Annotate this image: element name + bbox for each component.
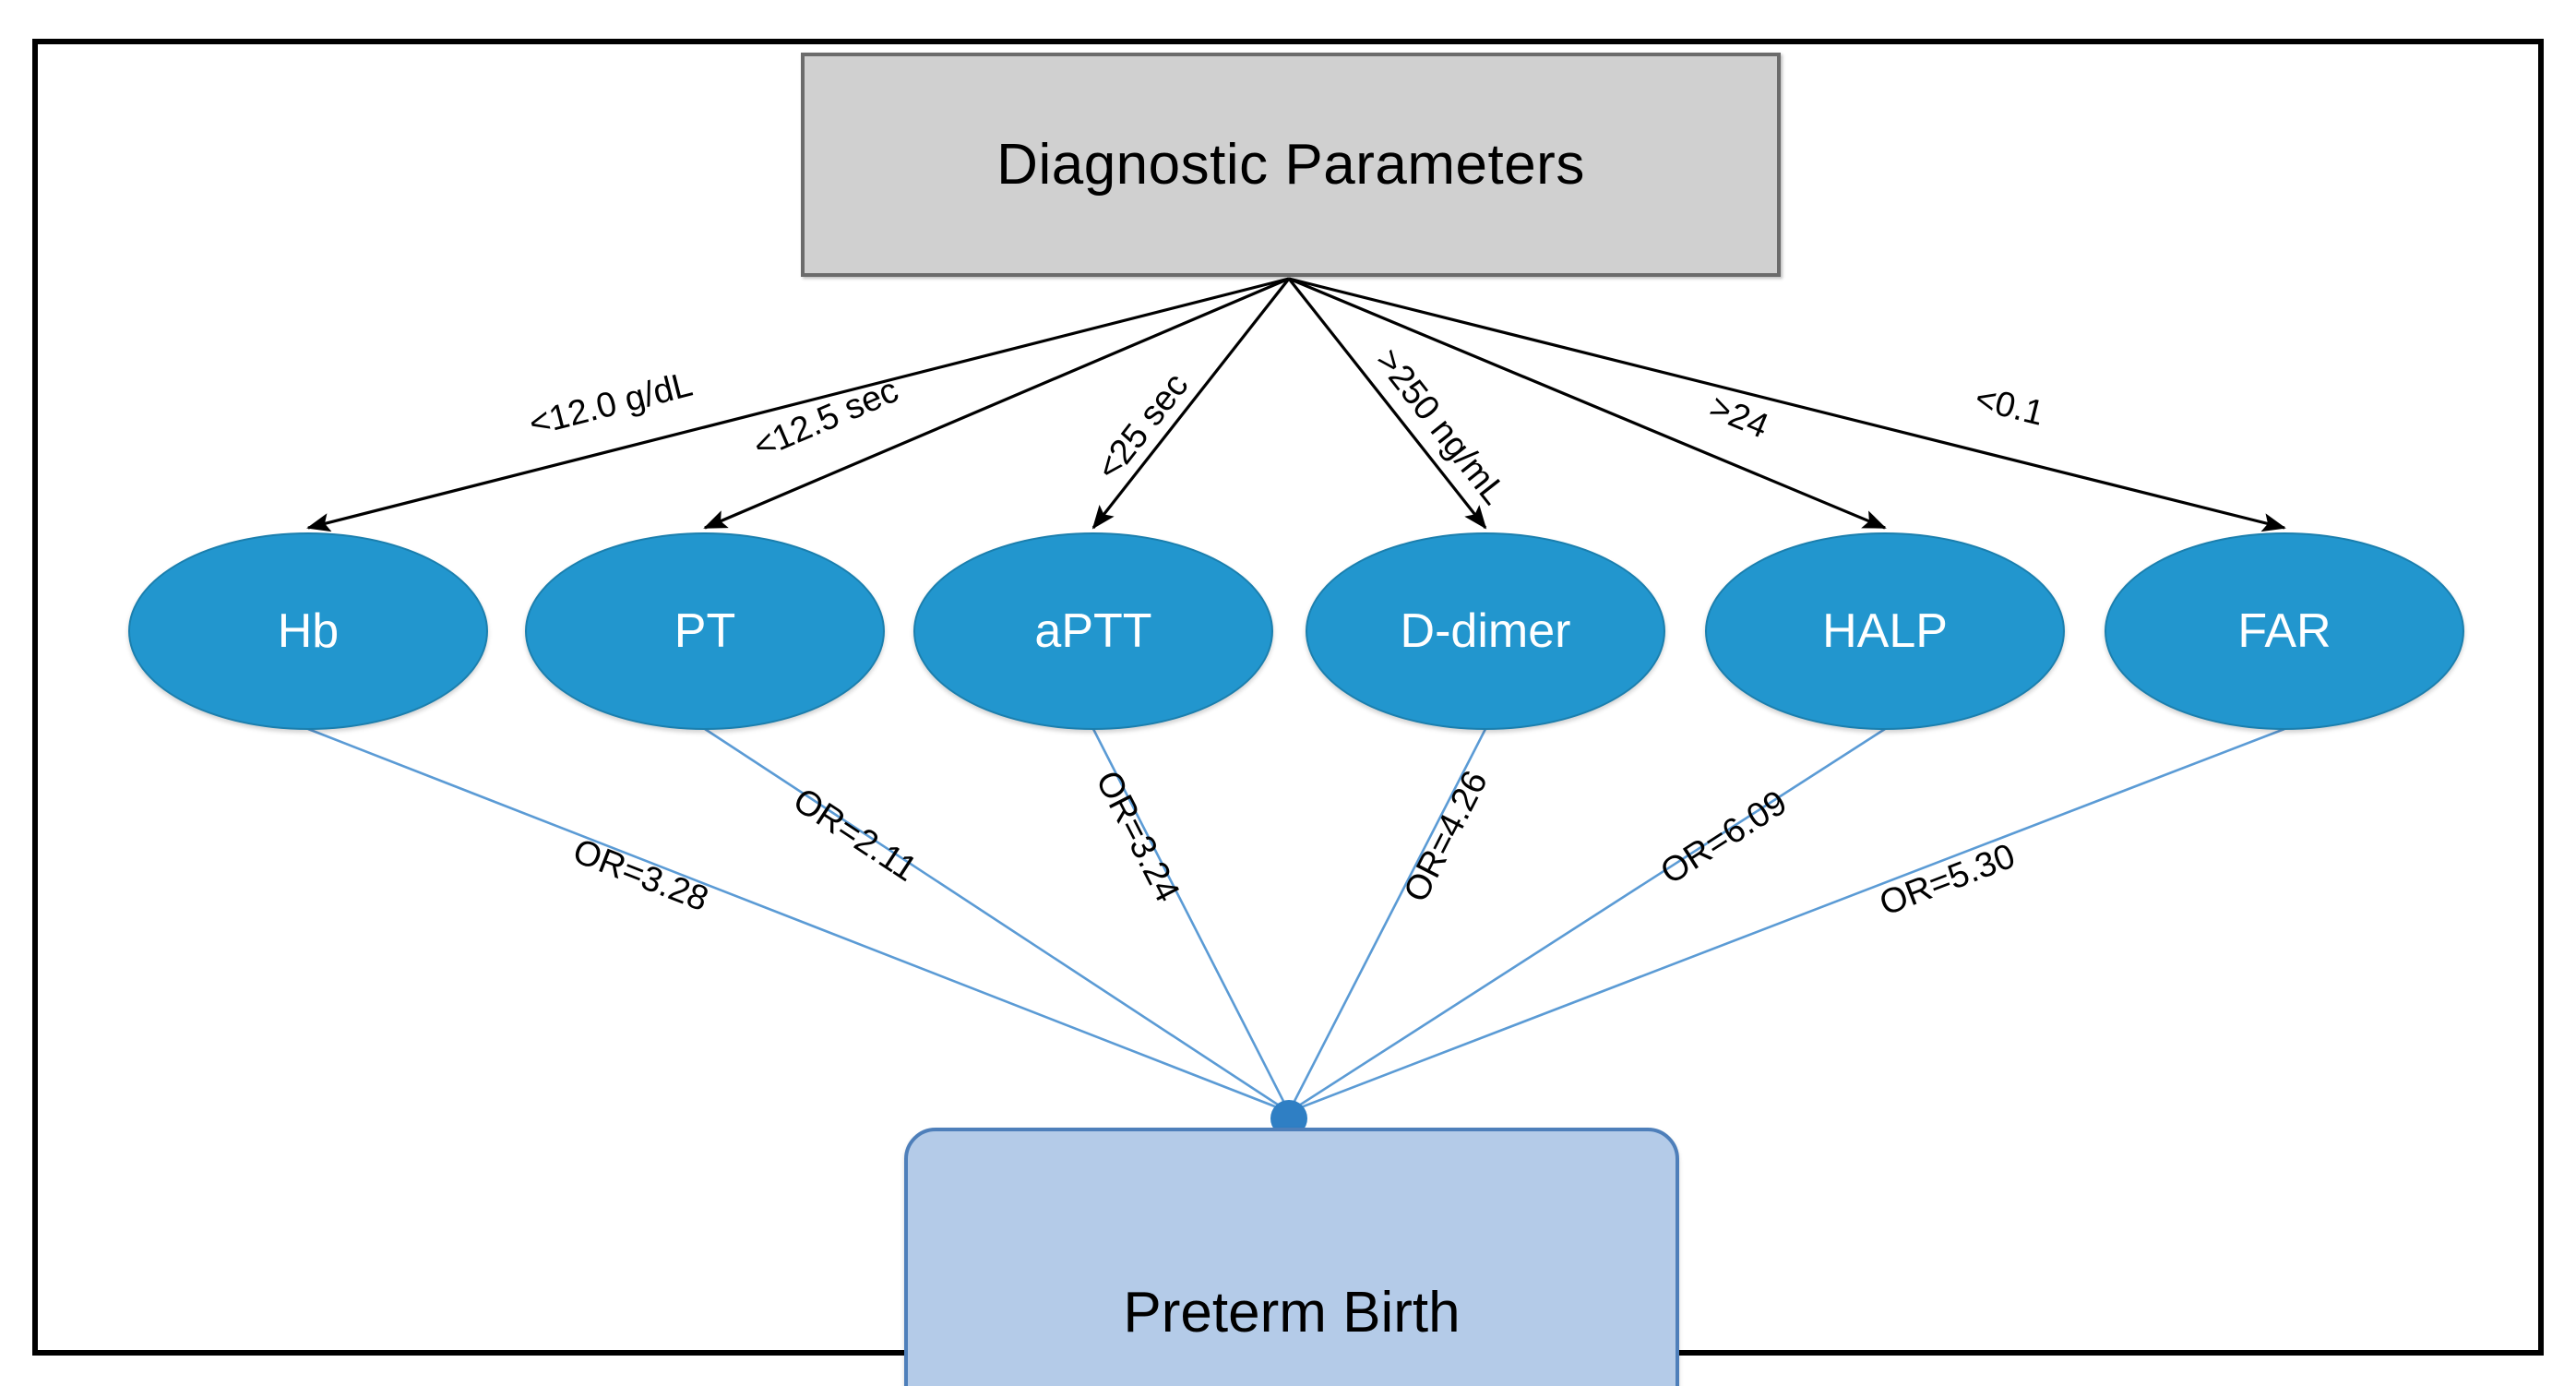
parameter-node-pt[interactable]: PT (525, 532, 885, 730)
parameter-label-pt: PT (674, 604, 736, 658)
parameter-node-halp[interactable]: HALP (1705, 532, 2065, 730)
diagnostic-parameters-label: Diagnostic Parameters (996, 133, 1585, 197)
parameter-node-aptt[interactable]: aPTT (913, 532, 1273, 730)
parameter-node-hb[interactable]: Hb (128, 532, 488, 730)
parameter-node-ddimer[interactable]: D-dimer (1306, 532, 1665, 730)
diagnostic-parameters-node[interactable]: Diagnostic Parameters (801, 53, 1781, 277)
preterm-birth-label: Preterm Birth (1123, 1280, 1461, 1344)
parameter-label-aptt: aPTT (1034, 604, 1152, 658)
parameter-node-far[interactable]: FAR (2105, 532, 2464, 730)
parameter-label-far: FAR (2237, 604, 2332, 658)
parameter-label-ddimer: D-dimer (1400, 604, 1571, 658)
preterm-birth-node[interactable]: Preterm Birth (904, 1128, 1679, 1386)
parameter-label-hb: Hb (277, 604, 340, 658)
parameter-label-halp: HALP (1822, 604, 1948, 658)
